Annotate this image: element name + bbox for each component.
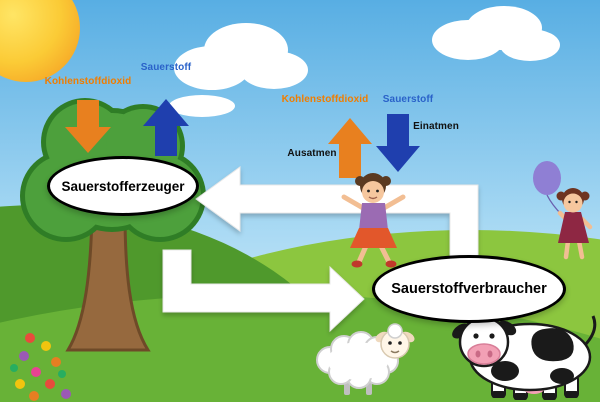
girl-shoe bbox=[351, 260, 363, 268]
cow-tail bbox=[583, 315, 597, 347]
cow-spot bbox=[491, 361, 519, 381]
producer-label: Sauerstofferzeuger bbox=[61, 178, 185, 194]
cow-spot bbox=[550, 368, 574, 384]
cloud-small bbox=[169, 95, 235, 117]
girl-skirt bbox=[350, 228, 397, 248]
consumer-node: Sauerstoffverbraucher bbox=[372, 255, 566, 323]
girl-shoe bbox=[385, 260, 397, 268]
consumer-label: Sauerstoffverbraucher bbox=[391, 281, 547, 297]
exhale-label: Ausatmen bbox=[287, 148, 337, 159]
co2-arrow-down-tree bbox=[65, 100, 111, 153]
girl2-face bbox=[563, 193, 583, 213]
cloud-right bbox=[432, 6, 560, 61]
sheep bbox=[316, 323, 415, 395]
girl-face bbox=[362, 181, 384, 203]
flow-arrows bbox=[162, 166, 479, 333]
balloon bbox=[533, 161, 561, 195]
inhale-label: Einatmen bbox=[413, 121, 459, 132]
flow-arrow-producer-to-consumer bbox=[162, 249, 365, 333]
girl-figure bbox=[341, 173, 406, 268]
girl-shirt bbox=[359, 203, 388, 230]
flowers bbox=[10, 333, 71, 401]
sun bbox=[0, 0, 80, 82]
o2-arrow-up-tree bbox=[143, 99, 189, 156]
breath-co2-label: Kohlenstoffdioxid bbox=[281, 94, 369, 105]
cow-muzzle bbox=[467, 343, 501, 365]
girl-dress bbox=[558, 212, 589, 243]
cow-hooves bbox=[492, 391, 578, 400]
girl-with-balloon bbox=[533, 161, 593, 260]
cow-spot bbox=[531, 328, 574, 362]
co2-arrow-up-exhale bbox=[328, 118, 372, 178]
o2-arrow-down-inhale bbox=[376, 114, 420, 172]
tree-co2-label: Kohlenstoffdioxid bbox=[44, 76, 132, 87]
tree-trunk bbox=[65, 210, 151, 352]
cow bbox=[452, 307, 597, 400]
producer-node: Sauerstofferzeuger bbox=[47, 156, 199, 216]
breath-o2-label: Sauerstoff bbox=[382, 94, 434, 105]
cloud-left bbox=[174, 23, 308, 90]
tree-o2-label: Sauerstoff bbox=[140, 62, 192, 73]
